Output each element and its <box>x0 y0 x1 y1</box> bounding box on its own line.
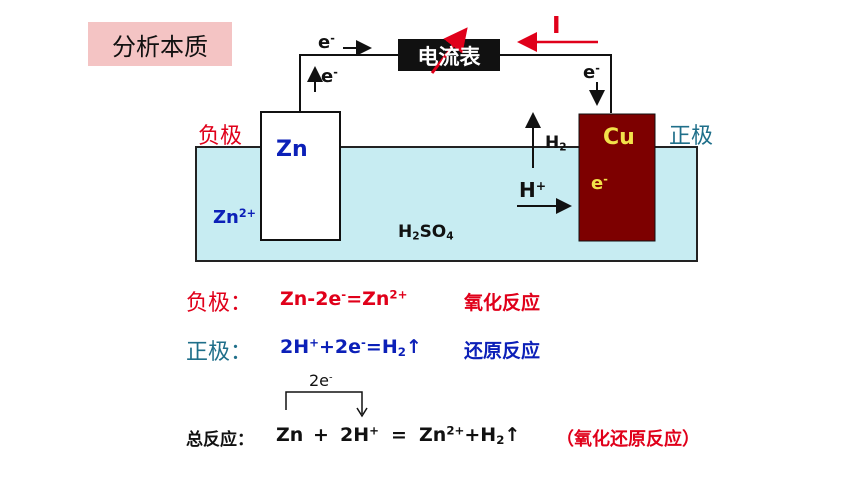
pos-row-type: 还原反应 <box>464 340 541 362</box>
total-plus: + <box>313 424 329 446</box>
neg-row-equation: Zn-2e-=Zn2+ <box>280 287 408 310</box>
page-title: 分析本质 <box>88 22 232 66</box>
neg-row-label: 负极： <box>186 291 253 316</box>
cu-electron-label: e- <box>591 172 608 194</box>
total-label: 总反应： <box>186 430 254 450</box>
positive-pole-label: 正极 <box>669 124 714 149</box>
ammeter-label: 电流表 <box>417 45 481 69</box>
transfer-arrow-head <box>356 407 368 418</box>
total-h-ion: 2H+ <box>340 423 379 446</box>
electron-label-top: e- <box>318 31 335 53</box>
cu-electrode <box>578 113 656 242</box>
page-title-text: 分析本质 <box>112 32 208 61</box>
total-products: Zn2++H2↑ <box>419 423 521 447</box>
electron-label-right: e- <box>583 61 600 83</box>
total-zn: Zn <box>276 424 304 446</box>
electron-label-left: e- <box>321 65 338 87</box>
cu-label: Cu <box>603 125 635 150</box>
h2-label: H2 <box>545 133 567 154</box>
negative-pole-label: 负极 <box>198 124 243 149</box>
zn-electrode <box>260 111 341 241</box>
pos-row-equation: 2H++2e-=H2↑ <box>280 335 422 359</box>
zn-ion-label: Zn2+ <box>213 206 256 228</box>
total-equals: = <box>391 424 407 446</box>
ammeter-needle-icon <box>430 27 468 74</box>
transfer-label: 2e- <box>309 371 333 390</box>
transfer-bracket <box>285 391 363 414</box>
h-ion-label: H+ <box>519 178 547 202</box>
total-note: （氧化还原反应） <box>556 429 700 450</box>
current-label: I <box>552 13 561 39</box>
neg-row-type: 氧化反应 <box>464 292 541 314</box>
pos-row-label: 正极： <box>186 340 253 365</box>
solution-formula: H2SO4 <box>398 222 454 243</box>
zn-label: Zn <box>276 137 308 162</box>
wire-right <box>500 54 612 113</box>
